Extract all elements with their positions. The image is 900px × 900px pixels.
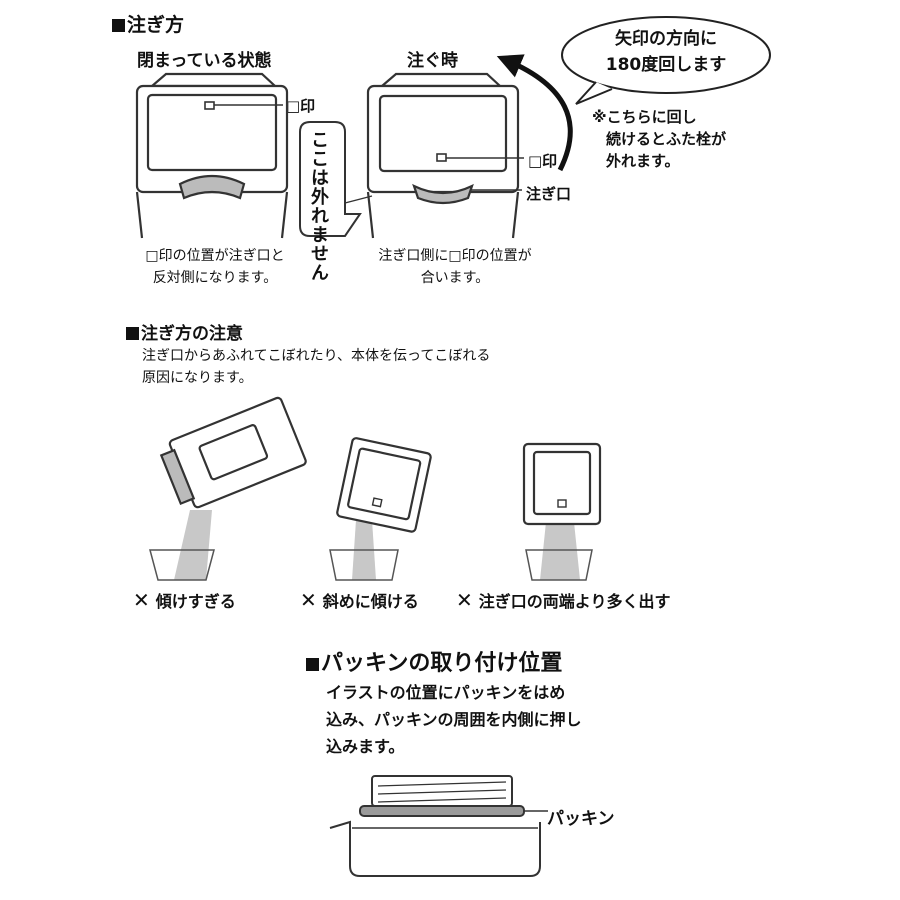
spout-label: 注ぎ口 <box>526 185 572 203</box>
ng-overflow-edges: ✕ 注ぎ口の両端より多く出す <box>456 588 670 612</box>
bottle-closed-illustration <box>135 72 289 239</box>
mark-label-open: □印 <box>528 152 558 170</box>
caution-description: 注ぎ口からあふれてこぼれたり、本体を伝ってこぼれる 原因になります。 <box>142 345 490 389</box>
ng-tilt-too-much: ✕ 傾けすぎる <box>133 588 236 612</box>
ng-tilt-too-much-label: 傾けすぎる <box>155 592 236 611</box>
pour-example-diagonal <box>329 437 432 581</box>
section-heading-gasket: パッキンの取り付け位置 <box>306 645 562 677</box>
speech-bubble <box>561 16 771 105</box>
warning-line-3: 外れます。 <box>606 152 680 170</box>
rotation-warning: ※こちらに回し 続けるとふた栓が 外れます。 <box>592 106 726 172</box>
rotate-instruction-bubble-text: 矢印の方向に 180度回します <box>586 26 746 78</box>
cross-icon: ✕ <box>133 588 150 612</box>
closed-state-label: 閉まっている状態 <box>137 51 272 71</box>
gasket-line-3: 込みます。 <box>326 737 405 756</box>
gasket-lid-illustration <box>329 775 548 877</box>
cross-icon: ✕ <box>300 588 317 612</box>
gasket-line-1: イラストの位置にパッキンをはめ <box>326 683 566 702</box>
warning-line-1: ※こちらに回し <box>592 108 697 126</box>
caution-line-1: 注ぎ口からあふれてこぼれたり、本体を伝ってこぼれる <box>142 348 491 364</box>
pouring-state-label: 注ぐ時 <box>407 51 458 71</box>
gasket-description: イラストの位置にパッキンをはめ 込み、パッキンの周囲を内側に押し 込みます。 <box>326 679 582 760</box>
cross-icon: ✕ <box>456 588 473 612</box>
mark-label-closed: □印 <box>286 97 316 115</box>
open-caption-line-2: 合います。 <box>420 270 490 286</box>
section-heading-pouring: 注ぎ方 <box>112 10 184 37</box>
bottle-pouring-illustration <box>344 72 524 239</box>
open-caption: 注ぎ口側に□印の位置が 合います。 <box>355 245 555 289</box>
pour-example-too-much <box>149 396 307 581</box>
pour-example-overflow <box>522 442 602 581</box>
closed-caption-line-2: 反対側になります。 <box>152 270 278 286</box>
rotation-arrow <box>496 54 573 172</box>
gasket-line-2: 込み、パッキンの周囲を内側に押し <box>326 710 582 729</box>
gasket-label: パッキン <box>547 809 615 829</box>
cannot-remove-text: ここは外れません <box>308 130 329 282</box>
bubble-line-2: 180度回します <box>605 55 727 75</box>
closed-caption: □印の位置が注ぎ口と 反対側になります。 <box>125 245 305 289</box>
bubble-line-1: 矢印の方向に <box>615 29 717 49</box>
section-heading-caution: 注ぎ方の注意 <box>126 319 243 344</box>
ng-overflow-edges-label: 注ぎ口の両端より多く出す <box>478 592 671 611</box>
warning-line-2: 続けるとふた栓が <box>606 130 727 148</box>
caution-line-2: 原因になります。 <box>142 370 253 386</box>
open-caption-line-1: 注ぎ口側に□印の位置が <box>378 248 532 264</box>
ng-tilt-diagonally: ✕ 斜めに傾ける <box>300 588 419 612</box>
cannot-remove-callout <box>299 121 362 237</box>
closed-caption-line-1: □印の位置が注ぎ口と <box>145 248 285 264</box>
ng-tilt-diagonally-label: 斜めに傾ける <box>322 592 419 611</box>
